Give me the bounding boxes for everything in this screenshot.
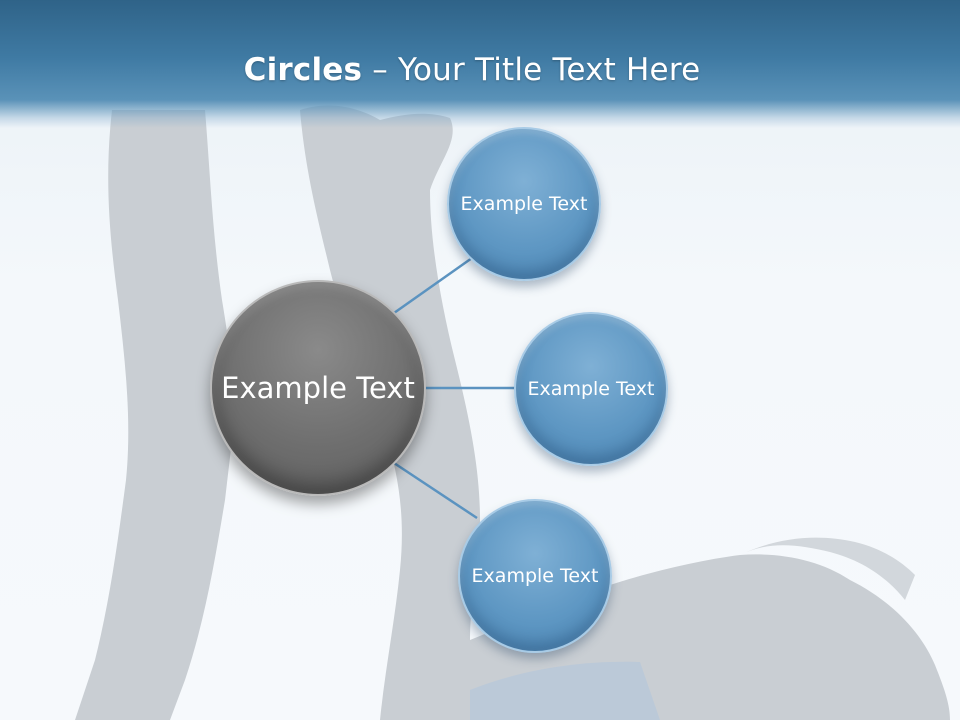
node-circle-bottom-label: Example Text (471, 565, 599, 587)
center-circle-label: Example Text (221, 371, 415, 405)
node-circle-top-label: Example Text (460, 193, 588, 215)
connector-top (393, 256, 473, 315)
title-band (0, 0, 960, 128)
slide-title-bold: Circles (243, 52, 363, 88)
connector-bottom (393, 461, 478, 520)
slide-title-rest: – Your Title Text Here (362, 52, 701, 88)
center-circle[interactable]: Example Text (210, 280, 426, 496)
slide-title: Circles – Your Title Text Here (0, 52, 944, 88)
node-circle-top[interactable]: Example Text (447, 127, 601, 281)
node-circle-bottom[interactable]: Example Text (458, 499, 612, 653)
node-circle-middle-label: Example Text (527, 378, 655, 400)
node-circle-middle[interactable]: Example Text (514, 312, 668, 466)
